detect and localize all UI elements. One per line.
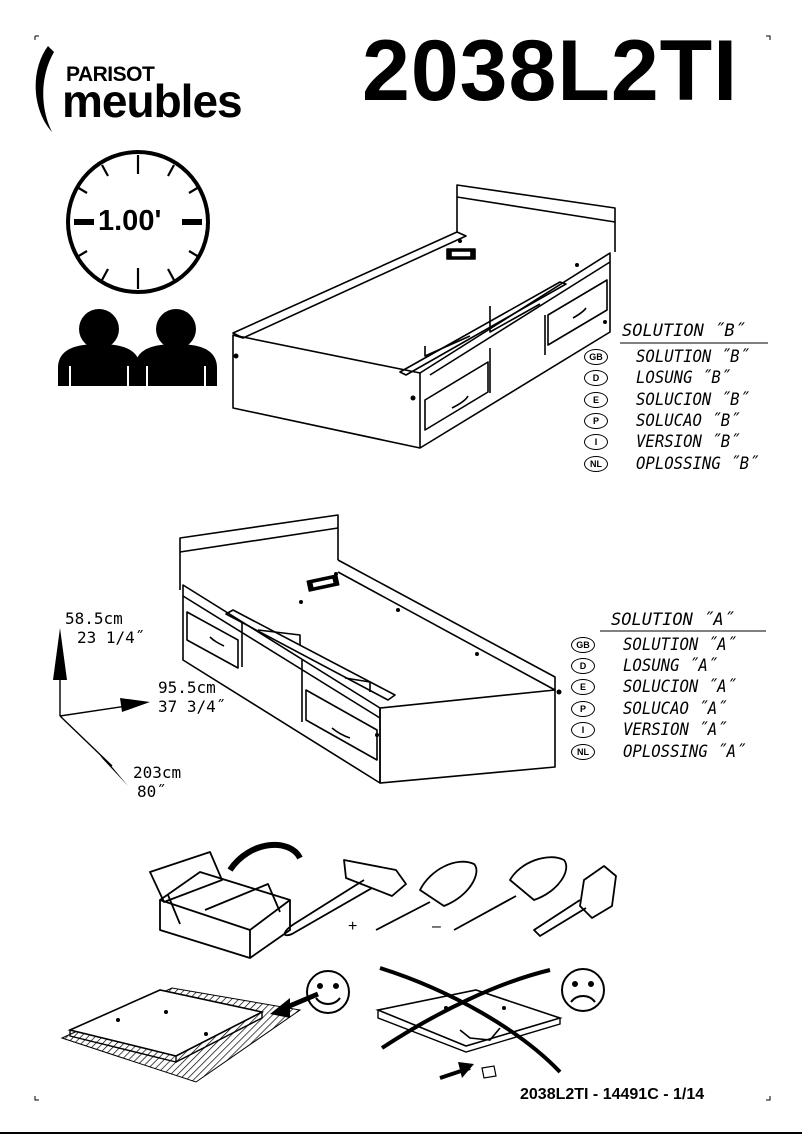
lang-badge-gb: GB: [571, 636, 595, 653]
height-label: 58.5cm 23 1/4˝: [65, 609, 144, 647]
lang-badge-nl: NL: [571, 743, 595, 760]
tape-measure-icon: [533, 865, 617, 937]
lang-badge-gb: GB: [584, 348, 608, 365]
solution-a-d: D LOSUNG ˝A˝: [571, 655, 725, 676]
height-in: 23 1/4˝: [77, 628, 145, 647]
lang-badge-i: I: [571, 721, 595, 738]
solution-b-i-text: VERSION ˝B˝: [636, 431, 740, 452]
solution-b-d-text: LOSUNG ˝B˝: [636, 367, 731, 388]
solution-b-e-text: SOLUCION ˝B˝: [636, 389, 750, 410]
lang-badge-d: D: [571, 657, 595, 674]
lang-badge-e: E: [584, 391, 608, 408]
width-in: 37 3/4˝: [158, 697, 226, 716]
solution-a-p-text: SOLUCAO ˝A˝: [623, 698, 727, 719]
page-footer: 2038L2TI - 14491C - 1/14: [520, 1086, 705, 1103]
solution-a-nl-text: OPLOSSING ˝A˝: [623, 741, 746, 762]
length-in: 80˝: [137, 782, 166, 801]
length-label: 203cm 80˝: [133, 763, 181, 801]
assembly-time: 1.00': [98, 205, 162, 237]
length-cm: 203cm: [133, 763, 182, 782]
lang-badge-nl: NL: [584, 455, 608, 472]
solution-b-gb: GB SOLUTION ˝B˝: [584, 346, 759, 367]
solution-a-d-text: LOSUNG ˝A˝: [623, 655, 718, 676]
curved-arrow-icon: [227, 841, 303, 872]
solution-a-heading: SOLUTION ˝A˝: [611, 610, 734, 630]
brand-name-bottom: meubles: [62, 75, 243, 127]
solution-a-e: E SOLUCION ˝A˝: [571, 676, 746, 697]
height-cm: 58.5cm: [65, 609, 123, 628]
hammer-icon: [283, 859, 407, 937]
toolbox-icon: [149, 851, 291, 959]
lang-badge-p: P: [584, 412, 608, 429]
brand-name-top: PARISOT: [66, 63, 155, 86]
solution-b-gb-text: SOLUTION ˝B˝: [636, 346, 750, 367]
solution-b-e: E SOLUCION ˝B˝: [584, 389, 759, 410]
model-number: 2038L2TI: [362, 23, 739, 119]
logo-swoosh: [35, 46, 54, 132]
sad-face-icon: [561, 968, 605, 1012]
solution-b-d: D LOSUNG ˝B˝: [584, 367, 738, 388]
solution-b-heading: SOLUTION ˝B˝: [622, 321, 745, 341]
solution-b-p-text: SOLUCAO ˝B˝: [636, 410, 740, 431]
plus-label: +: [348, 918, 358, 935]
lang-badge-p: P: [571, 700, 595, 717]
solution-a-gb-text: SOLUTION ˝A˝: [623, 634, 737, 655]
solution-a-i-text: VERSION ˝A˝: [623, 719, 727, 740]
screwdriver-minus-icon: [453, 856, 568, 931]
solution-a-e-text: SOLUCION ˝A˝: [623, 676, 737, 697]
width-cm: 95.5cm: [158, 678, 216, 697]
solution-a-gb: GB SOLUTION ˝A˝: [571, 634, 746, 655]
screwdriver-plus-icon: [375, 860, 478, 931]
solution-a-p: P SOLUCAO ˝A˝: [571, 698, 736, 719]
solution-b-p: P SOLUCAO ˝B˝: [584, 410, 749, 431]
solution-b-nl-text: OPLOSSING ˝B˝: [636, 453, 759, 474]
solution-a-nl: NL OPLOSSING ˝A˝: [571, 741, 756, 762]
lang-badge-d: D: [584, 369, 608, 386]
lang-badge-e: E: [571, 678, 595, 695]
smiley-icon: [306, 970, 350, 1014]
width-label: 95.5cm 37 3/4˝: [158, 678, 225, 716]
solution-b-i: I VERSION ˝B˝: [584, 431, 749, 452]
solution-b-nl: NL OPLOSSING ˝B˝: [584, 453, 769, 474]
solution-a-i: I VERSION ˝A˝: [571, 719, 736, 740]
minus-label: –: [432, 918, 441, 935]
lang-badge-i: I: [584, 433, 608, 450]
cross-mark: [379, 966, 562, 1074]
